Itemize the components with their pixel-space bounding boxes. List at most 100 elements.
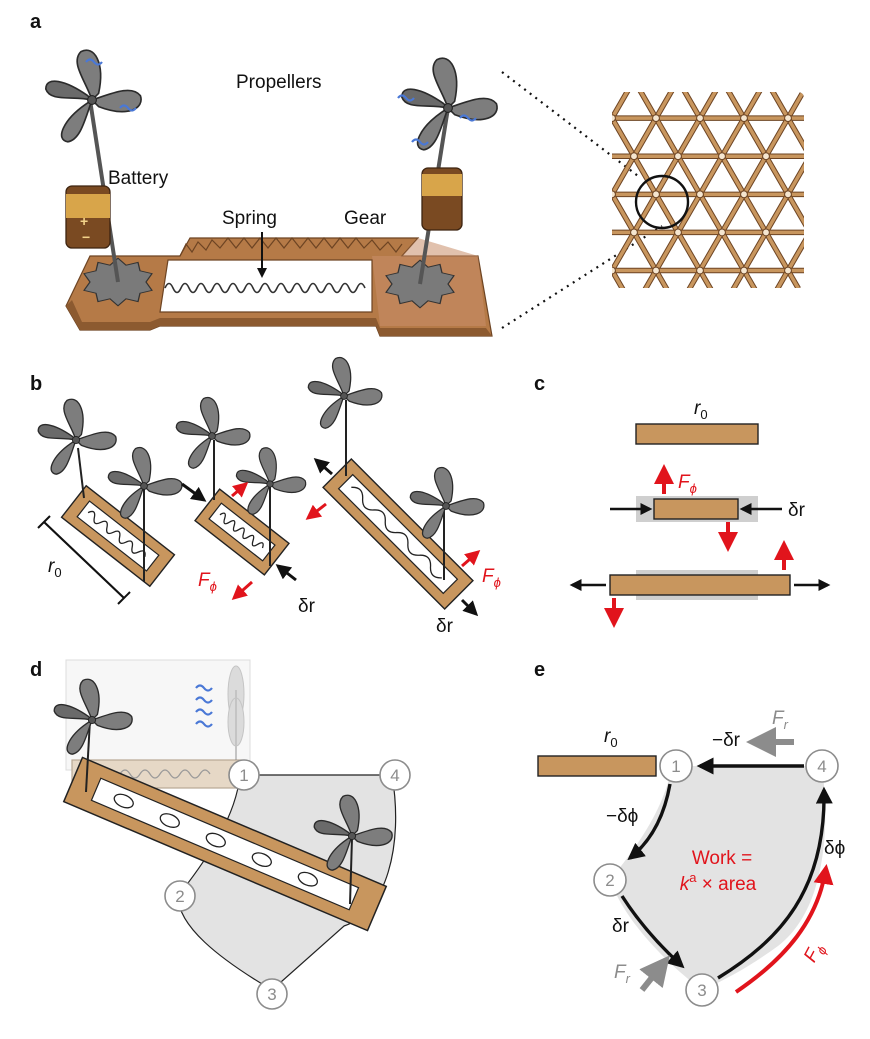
lattice-node: [740, 190, 748, 199]
e-fphi-label: Fϕ: [800, 939, 830, 967]
e-fphi-arrow: [734, 864, 834, 994]
d-state-3: 3: [256, 978, 288, 1010]
lattice-node: [587, 229, 594, 236]
e-fr-arrow-bottom: [639, 955, 670, 992]
lattice-node: [652, 266, 660, 275]
lattice-node: [612, 114, 616, 123]
lattice-bond: [742, 92, 768, 119]
lattice-bond: [612, 269, 636, 288]
e-arrow-1-to-2: [627, 783, 672, 861]
lattice-node: [612, 266, 616, 275]
lattice-node: [612, 190, 616, 199]
propeller-b1a: [37, 398, 117, 475]
lattice-bond: [786, 92, 804, 119]
rod-2: [194, 488, 290, 576]
lattice-bond: [764, 155, 790, 196]
c-fphi-label: Fϕ: [678, 472, 697, 496]
lattice-bond: [654, 231, 680, 272]
lattice-node: [762, 228, 770, 237]
lattice-bond: [612, 231, 636, 272]
panel-d-label: d: [30, 659, 42, 681]
spring-label: Spring: [222, 208, 277, 229]
lattice-node: [587, 305, 594, 312]
panel-a: a + −: [30, 11, 870, 337]
d-state-4: 4: [379, 759, 411, 791]
e-fr-label-top: Fr: [772, 708, 789, 732]
e-cycle-region: [610, 766, 826, 990]
lattice-node: [763, 305, 770, 312]
lattice-bond: [742, 155, 768, 196]
lattice-bond: [832, 156, 854, 194]
propellers-label: Propellers: [236, 72, 322, 93]
c-rod-compressed: [653, 498, 739, 520]
e-fr-label-bottom: Fr: [614, 962, 631, 986]
lattice-node: [675, 305, 682, 312]
lattice-bond: [854, 80, 870, 118]
lattice-node: [696, 190, 704, 199]
lattice-bond: [854, 232, 870, 270]
lattice-node: [674, 228, 682, 237]
e-dr-label: δr: [612, 916, 630, 937]
e-state-2: 2: [593, 863, 627, 897]
lattice-bond: [854, 271, 870, 309]
lattice-node: [851, 77, 858, 84]
lattice-inset: [587, 77, 870, 312]
c-dr-label: δr: [788, 500, 806, 521]
propeller-right: [400, 57, 498, 151]
lattice-bond: [832, 271, 854, 309]
e-dphi-label: δϕ: [824, 838, 845, 859]
lattice-bond: [612, 117, 614, 158]
lattice-node: [630, 228, 638, 237]
lattice-bond: [832, 194, 854, 232]
lattice-bond: [854, 271, 870, 309]
lattice-bond: [632, 231, 658, 272]
lattice-node: [696, 114, 704, 123]
lattice-bond: [612, 116, 615, 158]
svg-text:3: 3: [697, 981, 706, 1000]
lattice-bond: [654, 117, 680, 158]
lattice-bond: [764, 92, 790, 119]
lattice-bond: [854, 232, 870, 270]
propeller-b1b: [107, 446, 183, 519]
c-r0-label: r0: [694, 398, 708, 422]
lattice-bond: [632, 117, 658, 158]
lattice-bond: [612, 231, 614, 272]
lattice-bond: [832, 80, 854, 118]
lattice-bond: [854, 194, 870, 232]
zoom-line-top: [501, 71, 639, 177]
lattice-bond: [612, 117, 636, 158]
lattice-node: [829, 115, 836, 122]
lattice-bond: [612, 193, 636, 234]
r0-bracket: [43, 521, 125, 599]
lattice-bond: [720, 193, 746, 234]
rod-1: [60, 484, 176, 588]
lattice-bond: [810, 194, 832, 232]
lattice-bond: [786, 193, 804, 234]
lattice-node: [763, 77, 770, 84]
lattice-bond: [832, 118, 854, 156]
b-dr-label-2: δr: [436, 616, 454, 637]
b-r0-label: r0: [48, 556, 62, 580]
propeller-b3b: [409, 466, 485, 539]
lattice-node: [762, 152, 770, 161]
lattice-node: [851, 305, 858, 312]
panel-b-label: b: [30, 373, 42, 395]
lattice-node: [829, 191, 836, 198]
svg-text:1: 1: [239, 766, 248, 785]
e-state-3: 3: [685, 973, 719, 1007]
propeller-b2b: [235, 447, 307, 516]
lattice-node: [675, 77, 682, 84]
d-state-1: 1: [228, 759, 260, 791]
svg-text:−: −: [82, 229, 90, 245]
c-rod-rest: [635, 423, 759, 445]
lattice-bond: [698, 92, 724, 119]
lattice-bond: [810, 232, 832, 270]
lattice-node: [587, 77, 594, 84]
lattice-bond: [742, 269, 768, 288]
lattice-bond: [810, 156, 832, 194]
battery-label: Battery: [108, 168, 169, 189]
lattice-bond: [832, 271, 854, 309]
lattice-bond: [698, 193, 724, 234]
lattice-node: [630, 152, 638, 161]
